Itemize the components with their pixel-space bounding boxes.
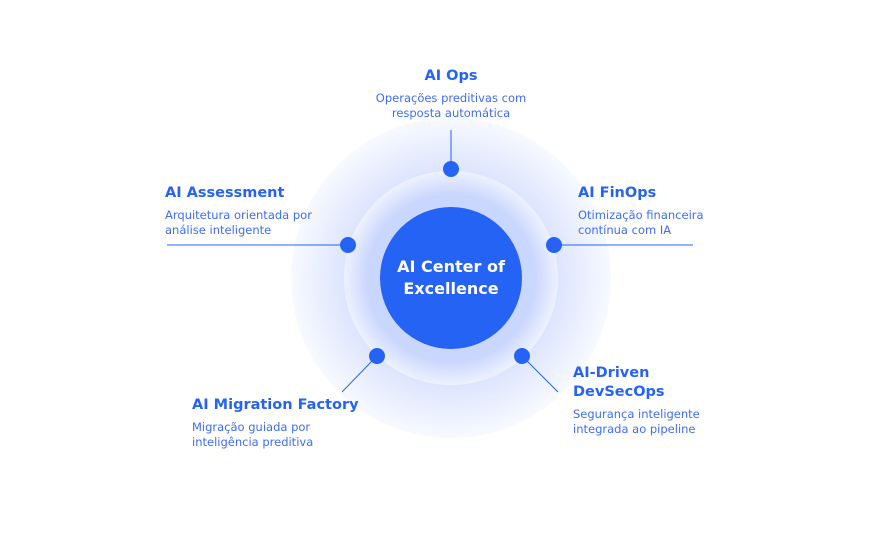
node-ai-devsecops: AI-Driven DevSecOps Segurança inteligent… bbox=[573, 364, 723, 437]
node-ai-assessment: AI Assessment Arquitetura orientada por … bbox=[165, 184, 335, 238]
node-description: Otimização financeira contínua com IA bbox=[578, 208, 704, 237]
node-dot-ai-assessment bbox=[340, 237, 356, 253]
node-dot-ai-ops bbox=[443, 161, 459, 177]
node-dot-ai-migration bbox=[369, 348, 385, 364]
connector-ai-migration bbox=[341, 360, 373, 393]
center-hub: AI Center of Excellence bbox=[380, 207, 522, 349]
node-description: Arquitetura orientada por análise inteli… bbox=[165, 208, 312, 237]
node-title: AI Migration Factory bbox=[192, 397, 359, 413]
node-title: AI Ops bbox=[424, 68, 478, 84]
node-description: Operações preditivas com resposta automá… bbox=[375, 91, 527, 120]
node-title: AI Assessment bbox=[165, 185, 285, 201]
node-description: Segurança inteligente integrada ao pipel… bbox=[573, 407, 700, 436]
node-title: AI-Driven DevSecOps bbox=[573, 365, 665, 400]
node-ai-finops: AI FinOps Otimização financeira contínua… bbox=[578, 184, 728, 238]
connector-ai-devsecops bbox=[526, 360, 559, 393]
node-ai-migration-factory: AI Migration Factory Migração guiada por… bbox=[192, 396, 372, 450]
node-description: Migração guiada por inteligência prediti… bbox=[192, 420, 314, 449]
center-title: AI Center of Excellence bbox=[397, 257, 505, 298]
node-dot-ai-devsecops bbox=[514, 348, 530, 364]
node-dot-ai-finops bbox=[546, 237, 562, 253]
node-ai-ops: AI Ops Operações preditivas com resposta… bbox=[351, 67, 551, 121]
node-title: AI FinOps bbox=[578, 185, 657, 201]
